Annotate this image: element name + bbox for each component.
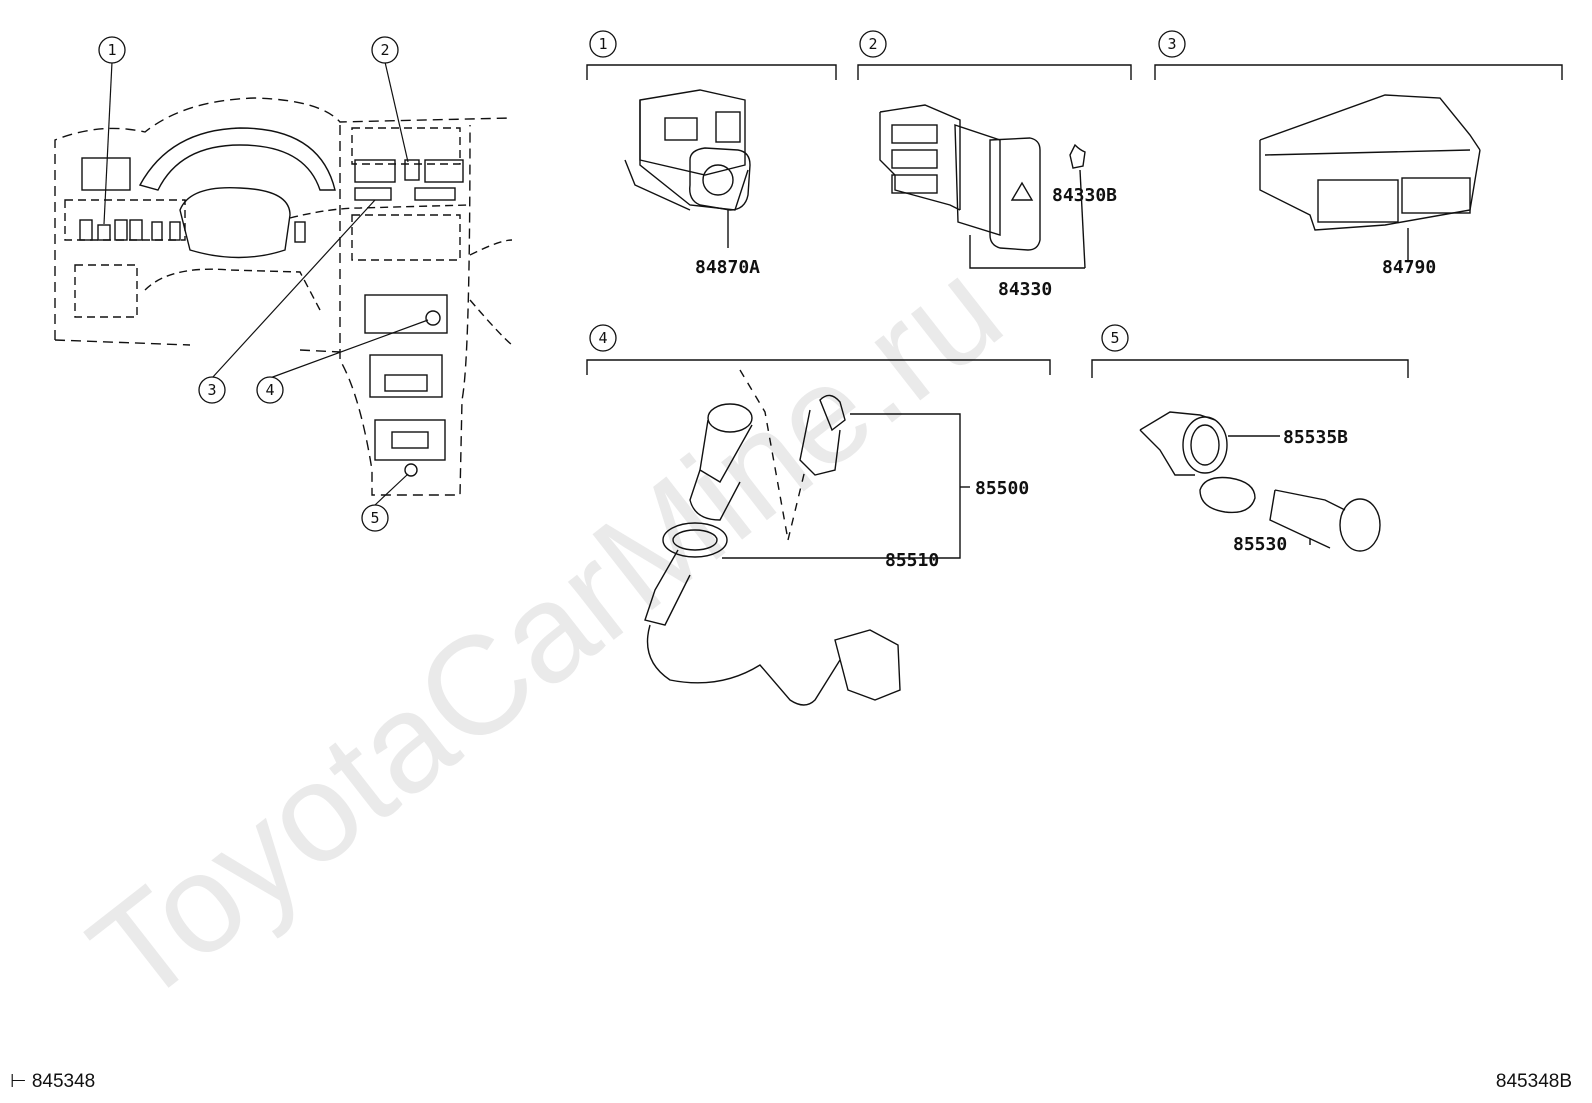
part-84330B: 84330B: [1052, 185, 1117, 206]
part-85510: 85510: [885, 550, 939, 571]
overview-callout-4-label: 4: [265, 381, 274, 399]
section-callout-3-label: 3: [1167, 35, 1176, 53]
power-outlet-drawing: [644, 369, 970, 706]
control-module-drawing: [1259, 94, 1481, 262]
part-84790: 84790: [1382, 257, 1436, 278]
overview-callout-1: [98, 36, 126, 64]
section-4-bracket: [586, 359, 1051, 375]
section-callout-4-label: 4: [598, 329, 607, 347]
part-84870A: 84870A: [695, 257, 760, 278]
section-callout-2: [859, 30, 887, 58]
overview-callout-2-label: 2: [380, 41, 389, 59]
section-callout-5: [1101, 324, 1129, 352]
section-callout-5-label: 5: [1110, 329, 1119, 347]
footer-marker-icon: ⊢: [10, 1071, 32, 1092]
overview-callout-3: [198, 376, 226, 404]
section-callout-1-label: 1: [598, 35, 607, 53]
overview-callout-1-label: 1: [107, 41, 116, 59]
watermark: ToyotaCarMine.ru: [62, 230, 1029, 1034]
cigar-lighter-drawing: [1139, 411, 1381, 552]
part-85535B: 85535B: [1283, 427, 1348, 448]
overview-callout-5-label: 5: [370, 509, 379, 527]
footer-diagram-code: ⊢ 845348: [10, 1070, 95, 1093]
section-callout-1: [589, 30, 617, 58]
part-85530: 85530: [1233, 534, 1287, 555]
section-callout-2-label: 2: [868, 35, 877, 53]
overview-callout-4: [256, 376, 284, 404]
overview-callout-2: [371, 36, 399, 64]
section-5-bracket: [1091, 359, 1409, 378]
part-85500: 85500: [975, 478, 1029, 499]
section-3-bracket: [1154, 64, 1563, 80]
mirror-switch-drawing: [624, 89, 751, 248]
section-2-bracket: [857, 64, 1132, 80]
overview-callout-3-label: 3: [207, 381, 216, 399]
section-callout-4: [589, 324, 617, 352]
hazard-switch-drawing: [879, 104, 1086, 269]
part-84330: 84330: [998, 279, 1052, 300]
section-1-bracket: [586, 64, 837, 80]
dashboard-overview: [54, 61, 513, 506]
footer-diagram-code-variant: 845348B: [1495, 1071, 1572, 1092]
section-callout-3: [1158, 30, 1186, 58]
footer-left-code: 845348: [31, 1071, 96, 1092]
overview-callout-5: [361, 504, 389, 532]
